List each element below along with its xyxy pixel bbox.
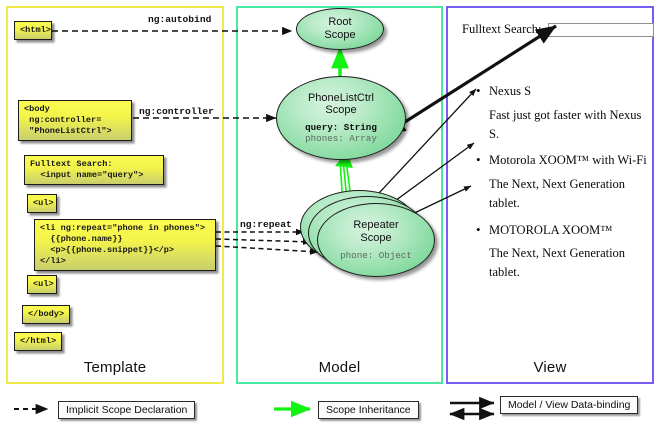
legend-item-scope-inheritance: Scope Inheritance [272,401,419,419]
edge-label-ng-autobind: ng:autobind [148,14,212,25]
phone-list: Nexus S Fast just got faster with Nexus … [474,81,654,290]
code-box-body-close: </body> [22,305,70,324]
list-item: MOTOROLA XOOM™ The Next, Next Generation… [474,220,654,282]
fulltext-search-input[interactable] [547,22,654,37]
list-item: Motorola XOOM™ with Wi-Fi The Next, Next… [474,150,654,212]
edge-label-ng-controller: ng:controller [139,106,214,117]
panel-model-label: Model [318,359,361,376]
scope-prop-phones: phones: Array [305,133,377,145]
panel-view: View Fulltext Search: Nexus S Fast just … [446,6,654,384]
legend-item-model-view-data-binding: Model / View Data-binding [448,396,639,414]
list-item: Nexus S Fast just got faster with Nexus … [474,81,654,143]
phone-snippet: The Next, Next Generation tablet. [489,246,626,279]
fulltext-search-label: Fulltext Search: [462,22,542,36]
scope-prop-phone: phone: Object [340,249,412,261]
phone-name: Nexus S [474,81,654,101]
scope-repeater-props: phone: Object [340,250,412,261]
phone-name: MOTOROLA XOOM™ [474,220,654,240]
legend-label-model-view-data-binding: Model / View Data-binding [500,396,639,414]
code-box-body-open: <body ng:controller= "PhoneListCtrl"> [18,100,132,141]
scope-phonelistctrl-props: query: String phones: Array [305,122,377,144]
code-box-ul-close: <ul> [27,275,57,294]
phone-snippet: The Next, Next Generation tablet. [489,177,626,210]
code-box-li-repeat: <li ng:repeat="phone in phones"> {{phone… [34,219,216,271]
code-box-html-close: </html> [14,332,62,351]
phone-snippet: Fast just got faster with Nexus S. [489,107,642,141]
edge-label-ng-repeat: ng:repeat [240,219,292,230]
legend-item-implicit-scope-declaration: Implicit Scope Declaration [12,401,196,419]
panel-template-label: Template [83,359,147,376]
legend: Implicit Scope Declaration Scope Inherit… [0,390,660,435]
view-content: Fulltext Search: Nexus S Fast just got f… [448,8,654,382]
panel-view-label: View [533,359,567,376]
code-box-html-open: <html> [14,21,52,40]
code-box-ul-open: <ul> [27,194,57,213]
phone-name: Motorola XOOM™ with Wi-Fi [474,150,654,170]
scope-prop-query: query: String [305,122,377,133]
legend-label-scope-inheritance: Scope Inheritance [318,401,419,419]
code-box-search: Fulltext Search: <input name="query"> [24,155,164,185]
legend-label-implicit-scope-declaration: Implicit Scope Declaration [58,401,196,419]
view-search-row: Fulltext Search: [462,22,654,37]
